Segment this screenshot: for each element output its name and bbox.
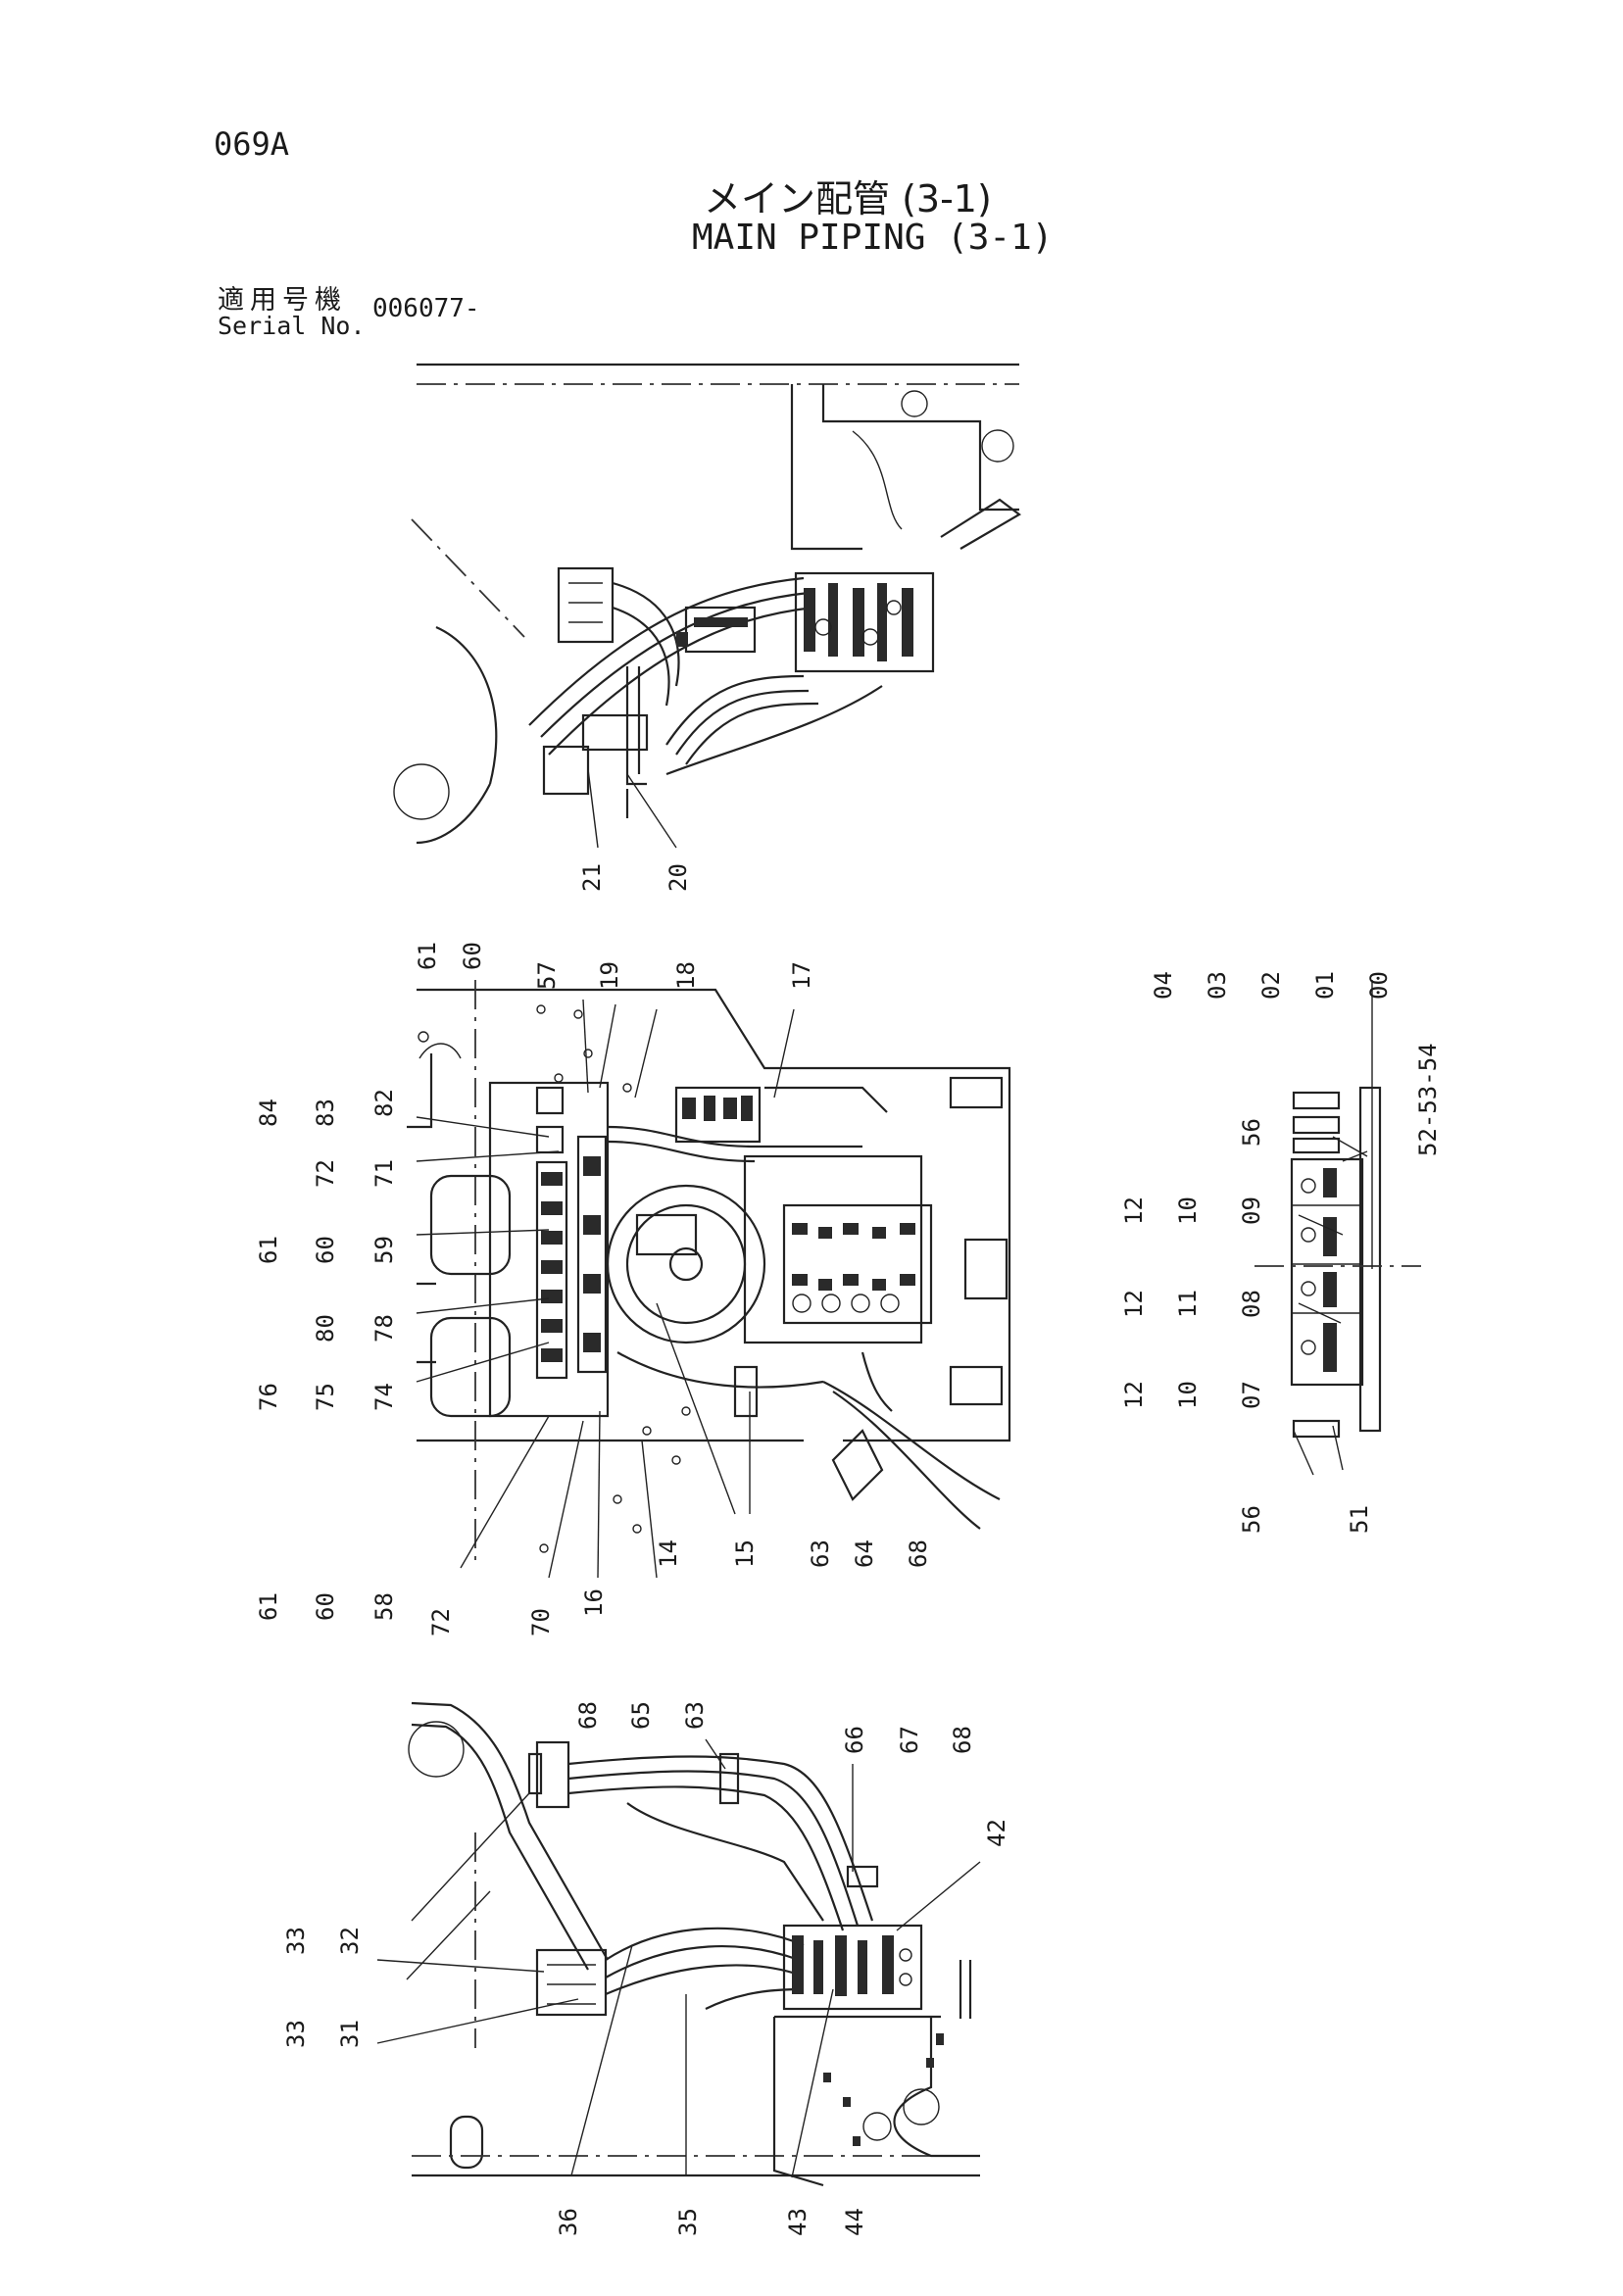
callout-label: 65 [627,1701,655,1730]
callout-label: 43 [784,2208,812,2236]
leader-lines [376,980,1373,2178]
callouts-top: 21 20 [578,863,692,892]
page-title-japanese: メイン配管 (3-1) [704,177,992,220]
callout-label: 14 [655,1539,682,1568]
callout-label: 60 [312,1236,339,1264]
callout-label: 78 [370,1314,398,1343]
bottom-view [406,1701,980,2187]
callout-label: 07 [1238,1381,1265,1409]
callout-label: 60 [312,1592,339,1621]
callout-label: 63 [681,1701,709,1730]
callouts-right: 04 03 02 01 00 52-53-54 56 12 10 09 12 1… [1120,971,1442,1534]
callout-label: 02 [1257,971,1285,1000]
callout-label: 83 [312,1099,339,1127]
callout-label: 01 [1311,971,1339,1000]
page-title: MAIN PIPING (3-1) [692,218,1054,258]
callout-label: 31 [336,2020,364,2048]
callout-label: 12 [1120,1381,1148,1409]
callout-label: 51 [1346,1505,1373,1534]
callout-label: 61 [255,1236,282,1264]
callout-label: 32 [336,1927,364,1955]
callout-label: 11 [1174,1290,1202,1318]
callout-label: 36 [555,2208,582,2236]
callout-label: 20 [664,863,692,892]
page-code: 069A [214,125,290,163]
callout-label: 67 [896,1726,923,1754]
top-view [393,363,1021,849]
callout-label: 71 [370,1159,398,1188]
callout-label: 56 [1238,1505,1265,1534]
callout-label: 12 [1120,1197,1148,1225]
callout-label: 70 [527,1608,555,1637]
callout-label: 60 [459,942,486,970]
callout-label: 72 [427,1608,455,1637]
callout-label: 08 [1238,1290,1265,1318]
serial-number: 006077- [372,294,480,323]
callout-label: 44 [841,2208,868,2236]
callout-label: 00 [1365,971,1393,1000]
callout-label: 42 [983,1819,1010,1847]
callout-label: 64 [851,1539,878,1568]
callout-label: 04 [1150,971,1177,1000]
callout-label: 63 [807,1539,834,1568]
callout-label: 80 [312,1314,339,1343]
callout-label: 61 [414,942,441,970]
callout-label: 68 [949,1726,976,1754]
callout-label: 82 [370,1089,398,1117]
callout-label: 74 [370,1383,398,1411]
callout-label: 19 [596,961,623,990]
callout-label: 17 [788,961,815,990]
callout-label: 18 [672,961,700,990]
callout-label: 76 [255,1383,282,1411]
callout-label: 21 [578,863,606,892]
middle-view [407,980,1011,1568]
callout-label: 59 [370,1236,398,1264]
callout-label: 03 [1204,971,1231,1000]
callout-label: 57 [533,961,561,990]
callout-label: 12 [1120,1290,1148,1318]
callout-label: 10 [1174,1197,1202,1225]
callout-label: 58 [370,1592,398,1621]
callout-label: 72 [312,1159,339,1188]
callout-label: 84 [255,1099,282,1127]
callout-label: 10 [1174,1381,1202,1409]
callout-label: 33 [282,1927,310,1955]
callout-label: 33 [282,2020,310,2048]
callout-label: 56 [1238,1118,1265,1147]
control-valve-detail [1254,1086,1421,1439]
valve-stack-left [535,1160,568,1380]
callout-label: 66 [841,1726,868,1754]
callout-label: 68 [574,1701,602,1730]
callout-label: 52-53-54 [1414,1043,1442,1156]
serial-label: Serial No. [218,312,366,340]
callouts-middle: 61 60 57 19 18 17 84 83 82 72 71 59 61 6… [255,942,932,1637]
callout-label: 09 [1238,1197,1265,1225]
callouts-bottom: 68 65 63 66 67 68 42 33 32 33 31 36 35 4… [282,1701,1010,2236]
callout-label: 16 [580,1588,608,1617]
callout-label: 61 [255,1592,282,1621]
callout-label: 15 [731,1539,759,1568]
serial-label-japanese: 適用号機 [218,285,347,316]
callout-label: 75 [312,1383,339,1411]
callout-label: 68 [905,1539,932,1568]
callout-label: 35 [674,2208,702,2236]
